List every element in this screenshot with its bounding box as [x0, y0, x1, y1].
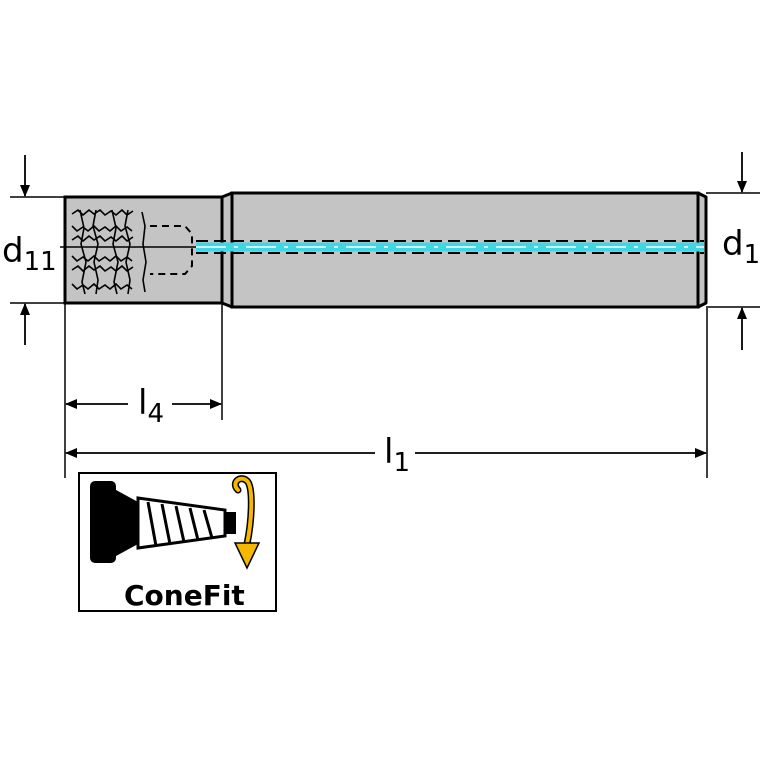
coolant-channel [196, 240, 704, 254]
l4-label: l4 [138, 383, 164, 429]
thread-pattern [71, 208, 147, 295]
dimension-l4: l4 [65, 383, 222, 429]
conefit-badge: ConeFit [78, 472, 277, 612]
d1-label: d1 [722, 224, 760, 270]
conefit-head-icon [90, 481, 116, 563]
l1-label: l1 [384, 432, 410, 478]
tool-body [60, 191, 708, 309]
d11-label: d11 [2, 231, 57, 277]
dimension-l1: l1 [65, 432, 707, 478]
rotation-arrow-icon [231, 475, 261, 570]
inner-bore [150, 225, 193, 275]
conefit-label: ConeFit [124, 579, 245, 612]
dimension-d1: d1 [722, 152, 760, 350]
dimension-d11: d11 [2, 155, 57, 345]
